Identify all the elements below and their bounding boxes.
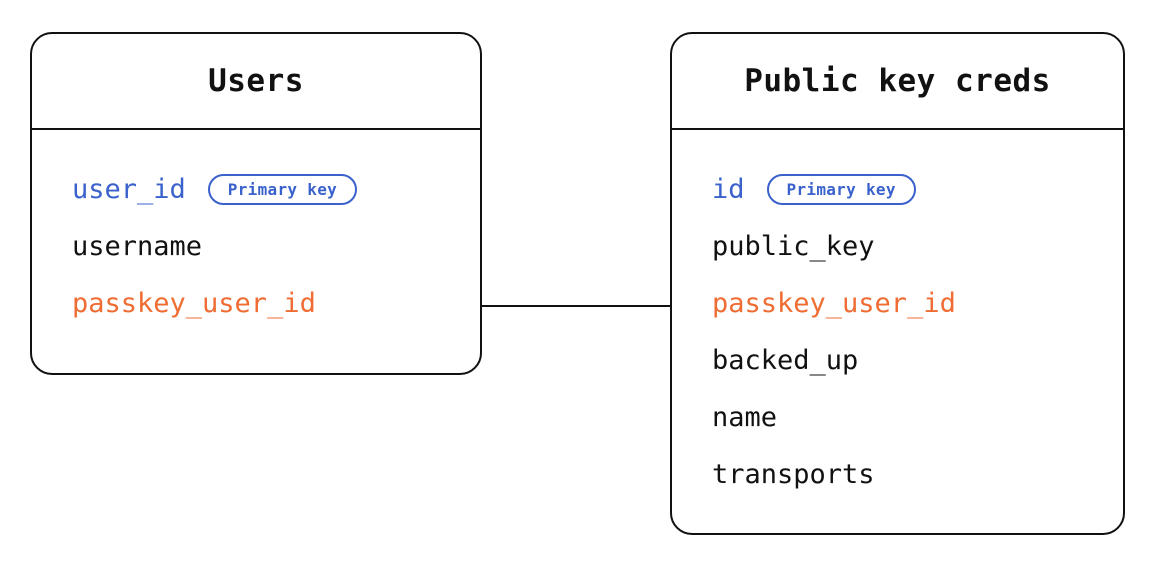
primary-key-badge-label: Primary key bbox=[786, 179, 896, 199]
primary-key-badge: Primary key bbox=[766, 174, 916, 205]
field-name-username: username bbox=[72, 231, 203, 262]
field-row-user-id[interactable]: user_id Primary key bbox=[72, 161, 480, 218]
field-name-passkey-user-id: passkey_user_id bbox=[72, 288, 316, 319]
field-row-id[interactable]: id Primary key bbox=[712, 161, 1123, 218]
field-name-backed-up: backed_up bbox=[712, 345, 859, 376]
field-row-backed-up[interactable]: backed_up bbox=[712, 332, 1123, 389]
field-name-id: id bbox=[712, 174, 745, 205]
primary-key-badge: Primary key bbox=[207, 174, 358, 205]
field-row-username[interactable]: username bbox=[72, 218, 480, 275]
field-row-public-key[interactable]: public_key bbox=[712, 218, 1123, 275]
primary-key-badge-label: Primary key bbox=[227, 179, 338, 199]
entity-header-users: Users bbox=[32, 34, 480, 130]
field-name-transports: transports bbox=[712, 459, 875, 490]
entity-title-users: Users bbox=[208, 63, 304, 99]
field-name-public-key: public_key bbox=[712, 231, 875, 262]
field-name-name: name bbox=[712, 402, 778, 433]
field-row-transports[interactable]: transports bbox=[712, 446, 1123, 503]
entity-field-list-users: user_id Primary key username passkey_use… bbox=[32, 130, 480, 332]
entity-card-public-key-creds[interactable]: Public key creds id Primary key public_k… bbox=[670, 32, 1125, 535]
field-row-name[interactable]: name bbox=[712, 389, 1123, 446]
entity-field-list-public-key-creds: id Primary key public_key passkey_user_i… bbox=[672, 130, 1123, 503]
field-name-passkey-user-id: passkey_user_id bbox=[712, 288, 956, 319]
field-row-passkey-user-id[interactable]: passkey_user_id bbox=[72, 275, 480, 332]
entity-title-public-key-creds: Public key creds bbox=[744, 63, 1051, 99]
field-name-user-id: user_id bbox=[72, 174, 186, 205]
entity-card-users[interactable]: Users user_id Primary key username passk… bbox=[30, 32, 482, 375]
relationship-connector-line bbox=[481, 305, 671, 307]
entity-header-public-key-creds: Public key creds bbox=[672, 34, 1123, 130]
field-row-passkey-user-id[interactable]: passkey_user_id bbox=[712, 275, 1123, 332]
